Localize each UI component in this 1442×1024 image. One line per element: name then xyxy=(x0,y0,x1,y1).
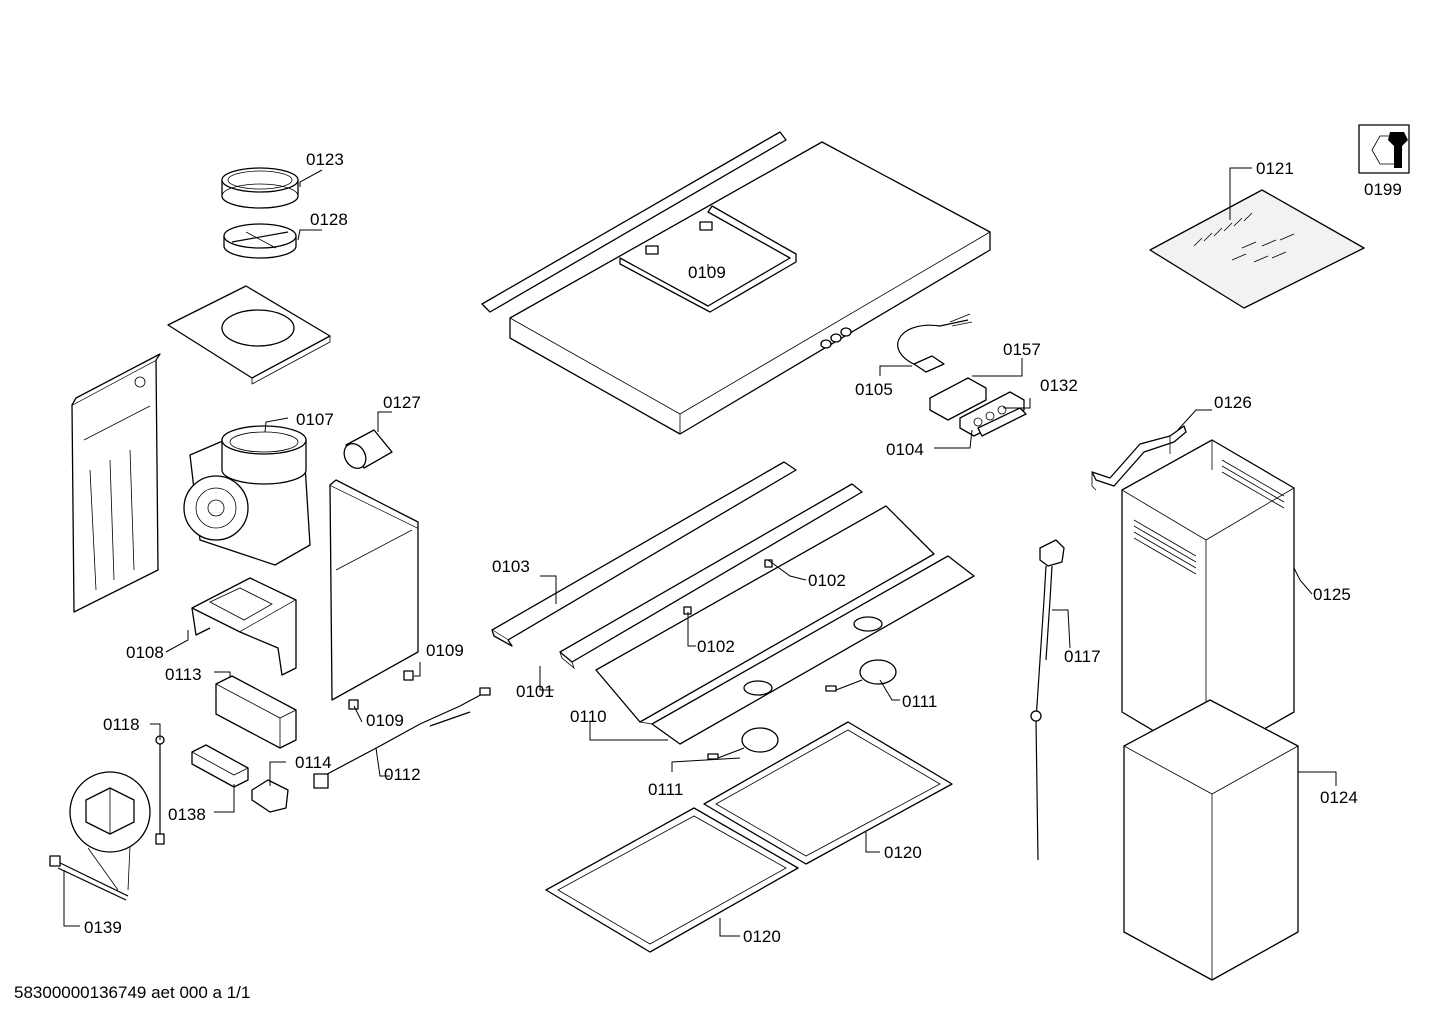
label-0101: 0101 xyxy=(516,682,554,701)
label-0120-left: 0120 xyxy=(743,927,781,946)
part-sticker-a xyxy=(403,670,414,681)
part-grease-filter-left xyxy=(545,807,799,953)
part-control-switch xyxy=(959,391,1025,437)
part-rail-0101 xyxy=(559,483,863,670)
part-motor-bracket xyxy=(191,577,297,676)
part-wiring xyxy=(897,313,973,373)
label-0124: 0124 xyxy=(1320,788,1358,807)
label-0117: 0117 xyxy=(1064,647,1101,666)
label-0104: 0104 xyxy=(886,440,924,459)
label-0121: 0121 xyxy=(1256,159,1294,178)
wrench-icon xyxy=(1358,124,1410,174)
label-0109-panel: 0109 xyxy=(426,641,464,660)
label-0123: 0123 xyxy=(306,150,344,169)
part-lamp-right xyxy=(825,659,897,692)
leader-lines xyxy=(63,167,1337,937)
part-right-panel xyxy=(329,479,419,701)
label-0132: 0132 xyxy=(1040,376,1078,395)
part-screw-bag xyxy=(1149,189,1365,309)
label-0109-canopy: 0109 xyxy=(688,263,726,282)
label-0138: 0138 xyxy=(168,805,206,824)
label-0102-lower: 0102 xyxy=(697,637,735,656)
label-0111-left: 0111 xyxy=(648,780,683,799)
part-connector-detail xyxy=(49,771,151,901)
label-0157: 0157 xyxy=(1003,340,1041,359)
label-0125: 0125 xyxy=(1313,585,1351,604)
part-electronics-box xyxy=(215,675,297,749)
part-duct-bracket xyxy=(1091,425,1187,491)
label-0102-upper: 0102 xyxy=(808,571,846,590)
part-rail-0103 xyxy=(491,461,797,647)
part-hood-canopy xyxy=(481,131,991,435)
document-id: 58300000136749 aet 000 a 1/1 xyxy=(14,983,250,1002)
label-0127: 0127 xyxy=(383,393,421,412)
part-terminal-block xyxy=(191,744,249,788)
part-lamp-left xyxy=(707,727,779,760)
label-0110: 0110 xyxy=(570,707,607,726)
part-switch-panel xyxy=(977,407,1027,437)
part-collar-ring xyxy=(221,167,299,209)
part-filter-support xyxy=(595,505,975,745)
part-left-frame xyxy=(71,353,161,613)
label-0118: 0118 xyxy=(103,715,140,734)
label-0105: 0105 xyxy=(855,380,893,399)
label-0199: 0199 xyxy=(1364,180,1402,199)
label-0139: 0139 xyxy=(84,918,122,937)
label-0120-right: 0120 xyxy=(884,843,922,862)
label-0126: 0126 xyxy=(1214,393,1252,412)
part-capacitor xyxy=(343,429,393,469)
label-0108: 0108 xyxy=(126,643,164,662)
label-0107: 0107 xyxy=(296,410,334,429)
part-ground-wire xyxy=(155,735,165,845)
part-power-cord xyxy=(1030,539,1065,861)
label-0128: 0128 xyxy=(310,210,348,229)
label-0114: 0114 xyxy=(295,753,332,772)
label-0109-bottom: 0109 xyxy=(366,711,404,730)
label-0111-right: 0111 xyxy=(902,692,937,711)
label-0113: 0113 xyxy=(165,665,202,684)
part-backdraft-damper xyxy=(223,223,297,259)
part-mounting-plate xyxy=(167,285,331,385)
part-switch-housing xyxy=(929,377,987,421)
part-small-board xyxy=(251,779,289,813)
part-sticker-b xyxy=(348,699,359,710)
label-0112: 0112 xyxy=(384,765,421,784)
part-grease-filter-right xyxy=(703,721,953,865)
part-lower-duct-cover xyxy=(1123,699,1299,981)
part-blower-motor xyxy=(183,425,311,566)
label-0103: 0103 xyxy=(492,557,530,576)
part-cable-harness xyxy=(313,687,491,789)
